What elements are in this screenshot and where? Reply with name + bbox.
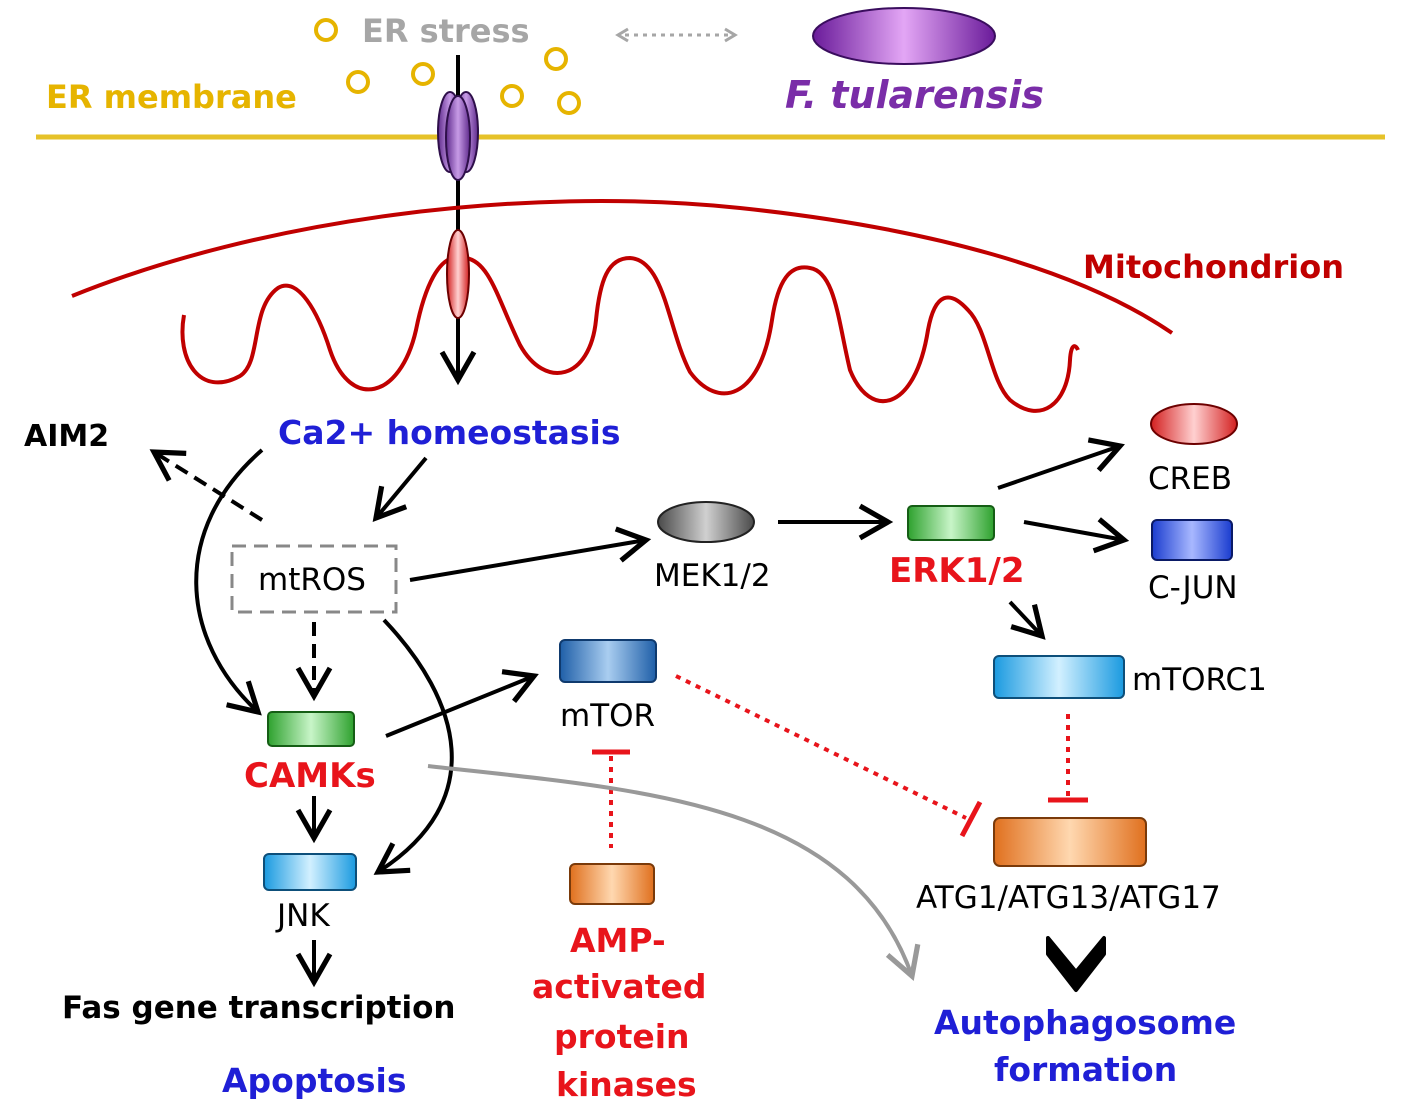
ca-to-mtros-arrow	[372, 456, 428, 523]
mtor-inhibits-atg-line	[675, 674, 967, 820]
camks-to-autophagosome-arrow	[427, 764, 921, 981]
erk-to-mtorc1-arrow	[1008, 600, 1046, 640]
camks-to-mtor-arrow	[385, 669, 539, 738]
atg-complex-shape	[993, 817, 1147, 867]
cjun-label: C-JUN	[1148, 570, 1238, 606]
mtros-to-jnk-arrow	[373, 618, 454, 875]
cjun-shape	[1151, 519, 1233, 561]
erk-shape	[907, 505, 995, 541]
atg-to-autophagosome-arrow	[1046, 936, 1106, 992]
er-stress-link-arrow	[615, 27, 738, 43]
ampk-label-line1: AMP-	[570, 921, 666, 960]
ampk-label-line4: kinases	[556, 1065, 697, 1104]
mtros-to-aim2-arrow	[149, 449, 264, 522]
erk-to-creb-arrow	[997, 437, 1125, 490]
mtorc1-label: mTORC1	[1132, 662, 1267, 698]
autophagosome-label-line2: formation	[994, 1050, 1177, 1089]
er-channel-icon	[437, 91, 479, 181]
ampk-shape	[569, 863, 655, 905]
creb-shape	[1150, 403, 1238, 445]
mitochondrion-label: Mitochondrion	[1083, 248, 1344, 286]
erk-label: ERK1/2	[889, 551, 1025, 591]
erk-to-cjun-arrow	[1023, 517, 1130, 554]
ampk-label-line2: activated	[532, 967, 706, 1006]
atg-complex-label: ATG1/ATG13/ATG17	[916, 880, 1221, 916]
mtor-shape	[559, 639, 657, 683]
apoptosis-label: Apoptosis	[222, 1061, 407, 1100]
mtor-inhibits-atg-bar	[959, 800, 983, 838]
mtros-box	[230, 544, 398, 614]
er-stress-label: ER stress	[362, 12, 530, 50]
ca-homeostasis-label: Ca2+ homeostasis	[278, 413, 620, 452]
f-tularensis-bacterium-shape	[812, 7, 996, 65]
mtorc1-shape	[993, 655, 1125, 699]
ca-to-camks-arrow	[194, 448, 264, 716]
er-membrane-label: ER membrane	[46, 78, 297, 116]
mtor-label: mTOR	[560, 698, 655, 734]
mitochondrion-inner-membrane	[180, 256, 1080, 413]
mtros-label: mtROS	[258, 562, 366, 598]
mtros-to-mek-arrow	[409, 526, 652, 582]
mek-label: MEK1/2	[654, 558, 771, 594]
camks-shape	[267, 711, 355, 747]
ampk-label-line3: protein	[554, 1017, 690, 1056]
fas-label: Fas gene transcription	[62, 990, 455, 1026]
camks-label: CAMKs	[244, 756, 376, 796]
er-stress-vesicles	[314, 18, 581, 115]
aim2-label: AIM2	[24, 419, 109, 454]
mitochondrial-channel-icon	[446, 229, 470, 319]
autophagosome-label-line1: Autophagosome	[934, 1003, 1236, 1042]
f-tularensis-label: F. tularensis	[785, 73, 1044, 117]
mek-shape	[657, 501, 755, 543]
creb-label: CREB	[1148, 461, 1232, 497]
jnk-label: JNK	[275, 898, 330, 934]
jnk-shape	[263, 853, 357, 891]
mitochondrion-outer-membrane	[71, 199, 1174, 335]
